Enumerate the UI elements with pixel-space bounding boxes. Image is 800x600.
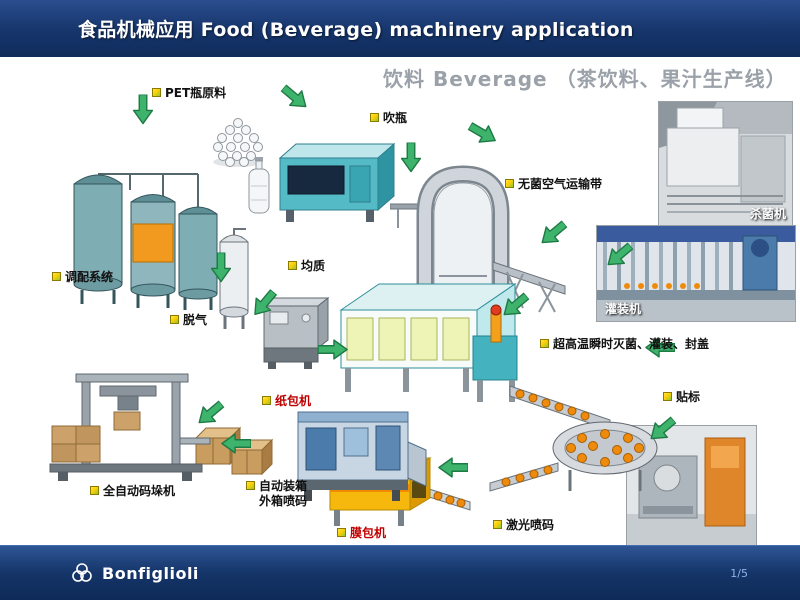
brand-name: Bonfiglioli xyxy=(102,563,199,583)
bullet-marker-icon xyxy=(90,486,99,495)
flow-arrow xyxy=(503,292,530,316)
flow-arrow xyxy=(650,416,677,440)
label-auto-boxing: 自动装箱 外箱喷码 xyxy=(246,479,307,509)
homogenizer-illustration xyxy=(262,296,330,369)
flow-arrow xyxy=(607,242,634,266)
bullet-marker-icon xyxy=(505,179,514,188)
filler-photo-image xyxy=(597,226,795,321)
label-palletizer: 全自动码垛机 xyxy=(90,484,175,499)
blending-tanks-illustration xyxy=(73,173,218,310)
slide-header: 食品机械应用 Food (Beverage) machinery applica… xyxy=(0,0,800,57)
pet-preform-pile-illustration xyxy=(213,118,263,167)
flow-arrow xyxy=(254,288,278,315)
uht-filling-tunnel-illustration xyxy=(339,283,518,402)
bullet-marker-icon xyxy=(52,272,61,281)
pet-bottle-illustration xyxy=(248,157,270,214)
bullet-marker-icon xyxy=(370,113,379,122)
label-uht-fill-cap: 超高温瞬时灭菌、灌装、封盖 xyxy=(540,337,709,352)
page-number: 1/5 xyxy=(730,566,748,580)
label-film-wrapper: 膜包机 xyxy=(337,526,386,541)
label-degassing: 脱气 xyxy=(170,313,207,328)
bullet-marker-icon xyxy=(493,520,502,529)
sterilizer-photo: 杀菌机 xyxy=(659,102,792,228)
bullet-marker-icon xyxy=(663,392,672,401)
filler-photo: 灌装机 xyxy=(597,226,795,321)
bullet-marker-icon xyxy=(170,315,179,324)
flow-arrow xyxy=(645,337,675,358)
bullet-marker-icon xyxy=(152,88,161,97)
sterilizer-photo-image xyxy=(659,102,792,228)
rotary-table-conveyor-illustration xyxy=(489,385,658,492)
flow-arrow xyxy=(210,252,232,283)
subtitle-watermark: 饮料 Beverage （茶饮料、果汁生产线） xyxy=(383,67,787,91)
sterilizer-photo-label: 杀菌机 xyxy=(749,207,786,221)
flow-arrow xyxy=(400,142,422,173)
bullet-marker-icon xyxy=(540,339,549,348)
label-paper-packer: 纸包机 xyxy=(262,394,311,409)
label-blow-bottle: 吹瓶 xyxy=(370,111,407,126)
label-labeling: 贴标 xyxy=(663,390,700,405)
bullet-marker-icon xyxy=(246,481,255,490)
flow-arrow xyxy=(467,122,496,143)
bullet-marker-icon xyxy=(262,396,271,405)
label-pet-material: PET瓶原料 xyxy=(152,86,226,101)
slide-footer: Bonfiglioli 1/5 xyxy=(0,545,800,600)
flow-arrow xyxy=(221,433,251,454)
page-title: 食品机械应用 Food (Beverage) machinery applica… xyxy=(78,19,634,41)
flow-arrow xyxy=(541,220,568,244)
bonfiglioli-logo-icon xyxy=(72,563,92,582)
bullet-marker-icon xyxy=(337,528,346,537)
label-blending-system: 调配系统 xyxy=(52,270,113,285)
palletizer-illustration xyxy=(49,373,211,481)
label-laser-coding: 激光喷码 xyxy=(493,518,554,533)
label-homogenizer: 均质 xyxy=(288,259,325,274)
label-sterile-air-conveyor: 无菌空气运输带 xyxy=(505,177,602,192)
filler-photo-label: 灌装机 xyxy=(605,302,642,316)
flow-arrow xyxy=(438,457,468,478)
blow-molding-machine-illustration xyxy=(278,142,396,222)
flow-arrow xyxy=(132,94,154,125)
flow-arrow xyxy=(280,84,307,108)
paper-pack-machine-illustration xyxy=(297,411,427,501)
flow-arrow xyxy=(318,339,348,360)
flow-arrow xyxy=(198,400,225,424)
bullet-marker-icon xyxy=(288,261,297,270)
brand-logo: Bonfiglioli xyxy=(70,561,199,585)
